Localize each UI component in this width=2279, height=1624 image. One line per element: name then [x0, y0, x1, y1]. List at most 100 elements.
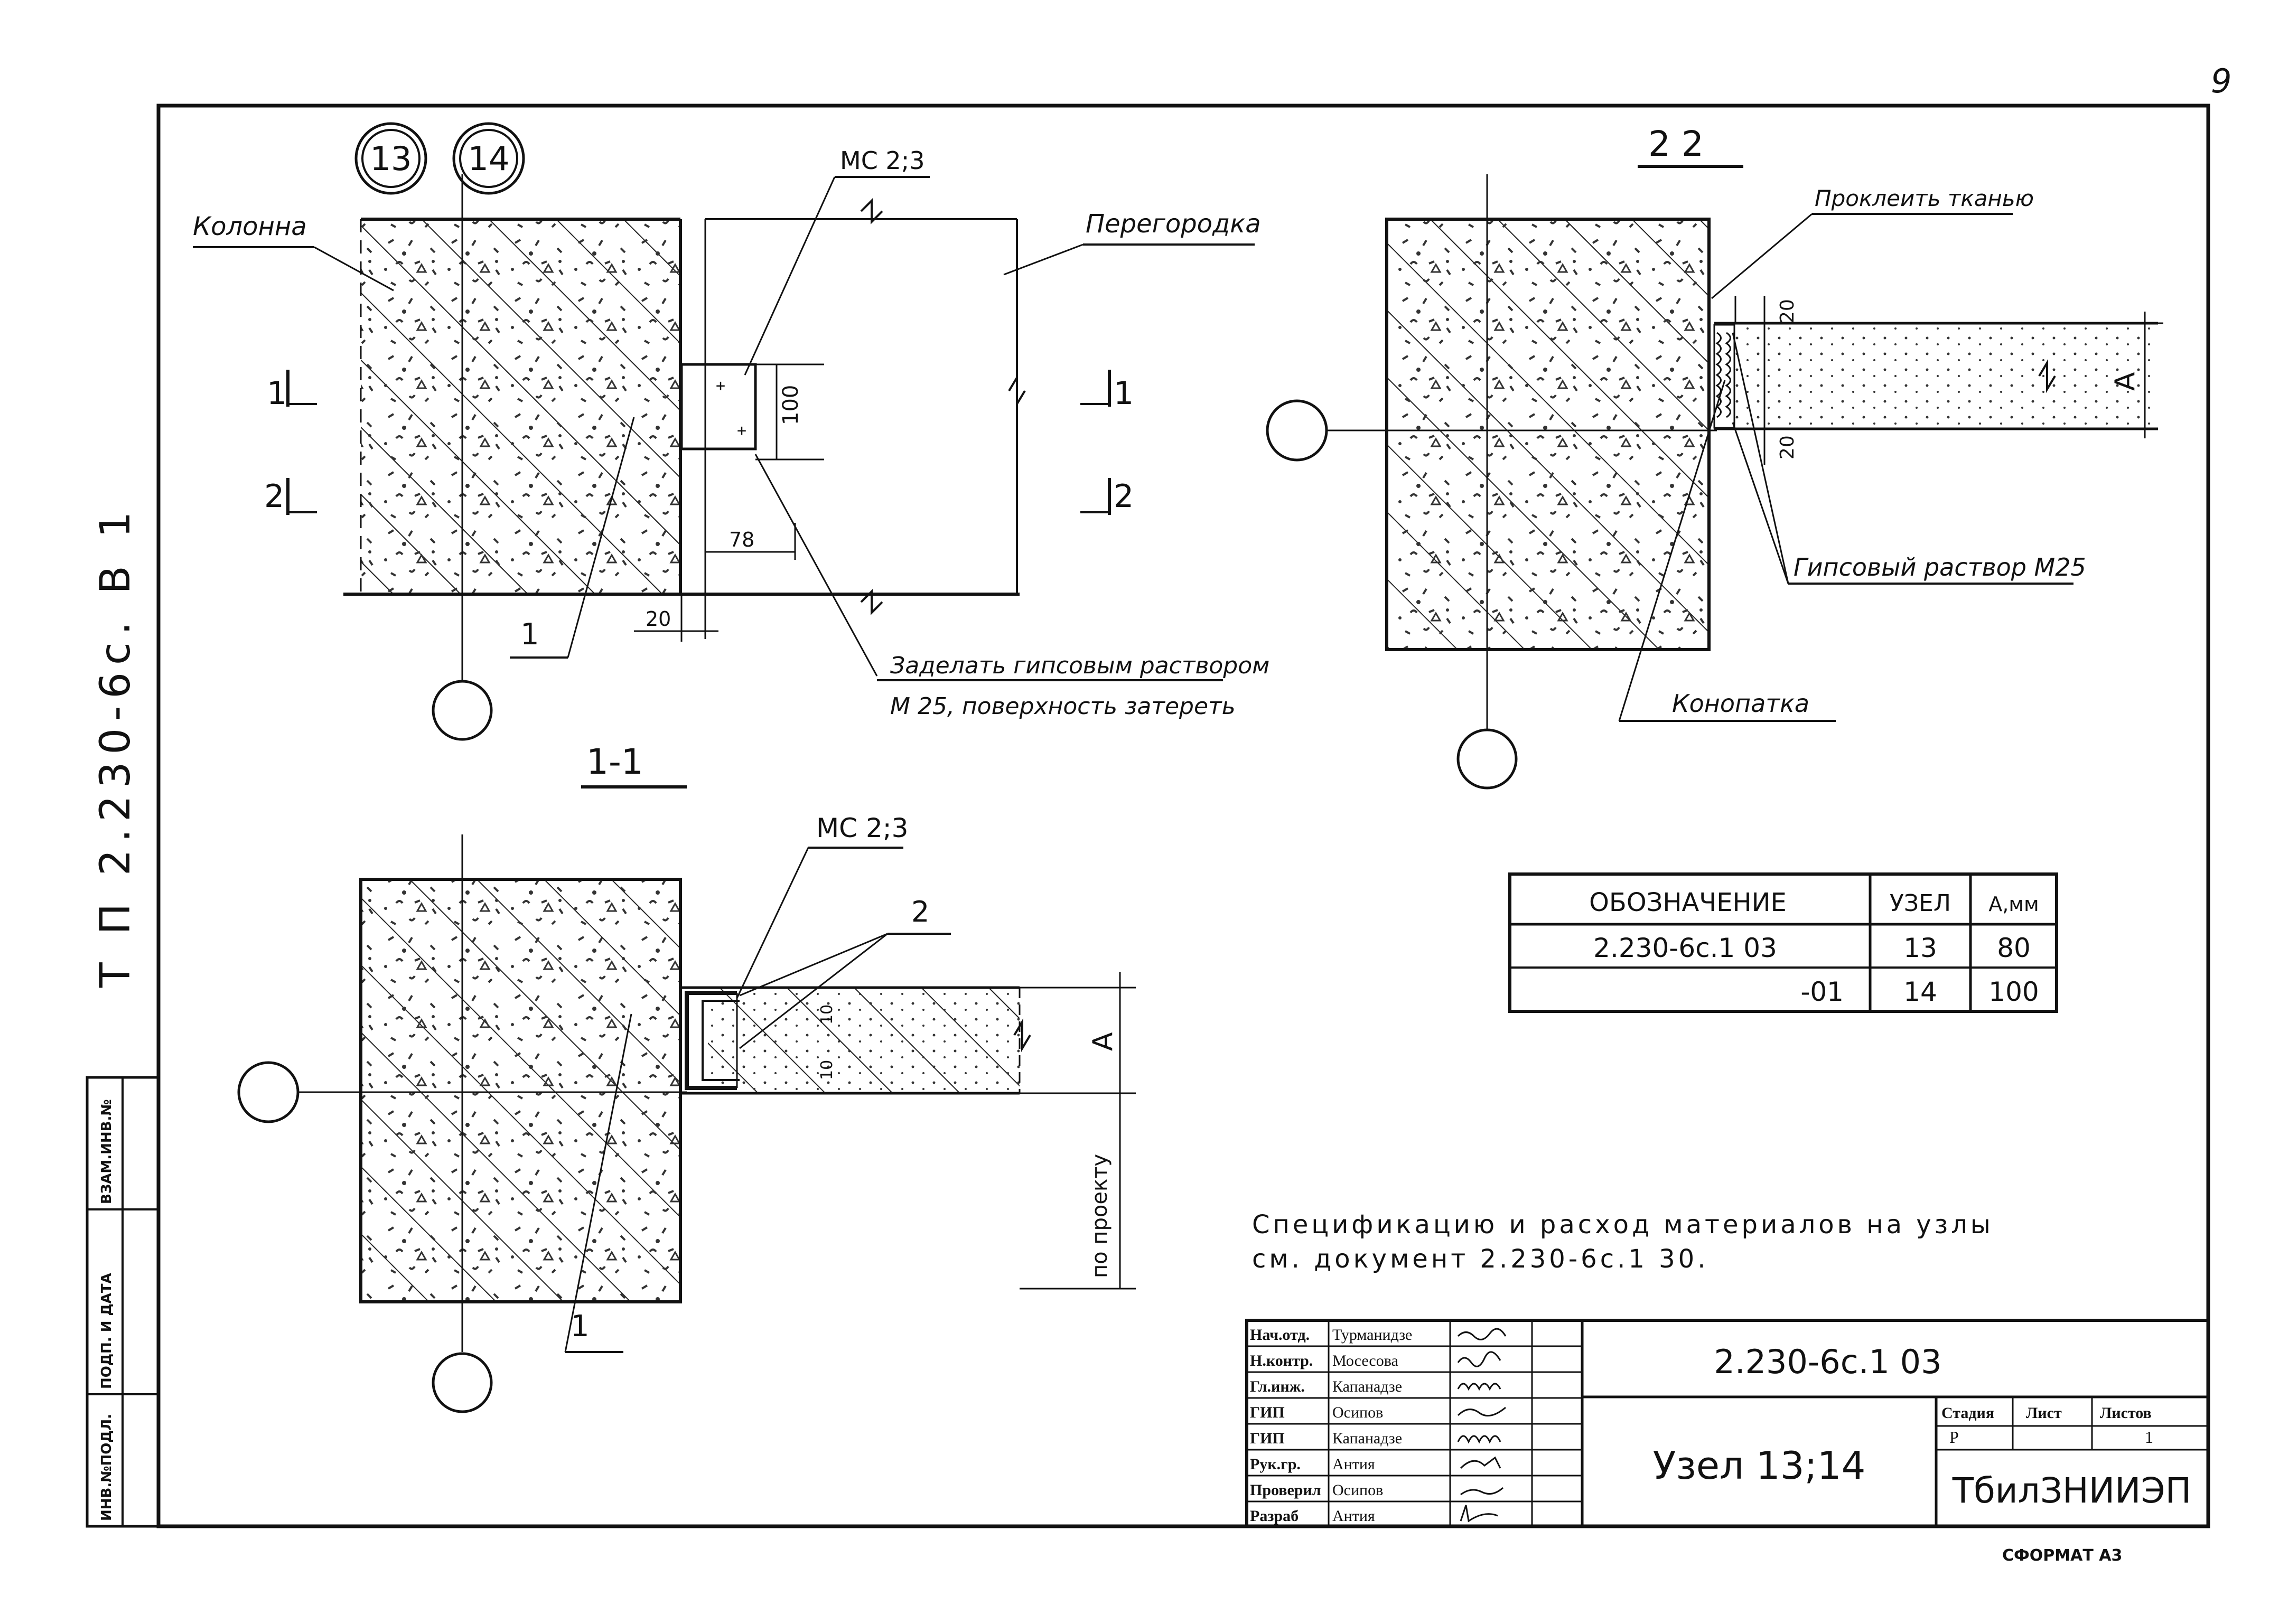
- section-1-1-title: 1-1: [581, 741, 687, 788]
- sheet-label: Лист: [2026, 1404, 2062, 1422]
- svg-text:+: +: [716, 377, 725, 395]
- name-label: Капанадзе: [1332, 1378, 1402, 1395]
- cut-mark-2-right: 2: [1080, 478, 1134, 515]
- note-zadelat: Заделать гипсовым раствором М 25, поверх…: [754, 454, 1269, 720]
- stamp-podp-data: ПОДП. И ДАТА: [99, 1273, 115, 1389]
- name-label: Антия: [1332, 1507, 1375, 1525]
- label-prokleit: Проклеить тканью: [1711, 185, 2034, 299]
- axis-bubble-1-1: [432, 1352, 493, 1413]
- format-label: СФОРМАТ А3: [2002, 1546, 2122, 1565]
- svg-text:А: А: [2109, 372, 2141, 391]
- svg-text:10: 10: [818, 1060, 836, 1080]
- svg-text:МС 2;3: МС 2;3: [840, 146, 924, 175]
- role-label: ГИП: [1250, 1430, 1285, 1447]
- table-header-uzel: УЗЕЛ: [1890, 890, 1951, 917]
- role-label: Разраб: [1250, 1507, 1299, 1525]
- spec-table: ОБОЗНАЧЕНИЕ УЗЕЛ А,мм 2.230-6с.1 03 13 8…: [1508, 872, 2058, 1013]
- section-1-1: 1-1 10 10: [237, 741, 1136, 1413]
- name-label: Мосесова: [1332, 1352, 1398, 1369]
- svg-text:2: 2: [264, 478, 284, 515]
- name-label: Антия: [1332, 1456, 1375, 1473]
- role-label: Рук.гр.: [1250, 1456, 1301, 1473]
- svg-text:1: 1: [1114, 375, 1134, 412]
- organization: ТбилЗНИИЭП: [1952, 1470, 2192, 1511]
- svg-text:20: 20: [1777, 299, 1798, 323]
- svg-text:2 2: 2 2: [1648, 124, 1704, 164]
- svg-text:1-1: 1-1: [586, 741, 643, 782]
- partition-outline: [704, 198, 1026, 639]
- node-mark-14-label: 14: [468, 139, 510, 178]
- spec-note: Спецификацию и расход материалов на узлы…: [1252, 1210, 1994, 1274]
- svg-text:Колонна: Колонна: [193, 212, 307, 241]
- dimension-100: 100: [777, 363, 824, 461]
- label-peregorodka: Перегородка: [1003, 209, 1261, 276]
- doc-code: 2.230-6с.1 03: [1714, 1343, 1941, 1381]
- svg-text:1: 1: [520, 617, 539, 652]
- section-2-2-title: 2 2: [1638, 124, 1743, 168]
- cut-mark-1-left: 1: [267, 370, 317, 412]
- svg-text:100: 100: [779, 385, 803, 425]
- svg-text:2: 2: [911, 895, 929, 928]
- label-kolonna: Колонна: [193, 212, 394, 292]
- svg-text:Перегородка: Перегородка: [1086, 209, 1261, 239]
- drawing-title: Узел 13;14: [1653, 1443, 1866, 1488]
- side-stamp: ИНВ.№ПОДЛ. ПОДП. И ДАТА ВЗАМ.ИНВ.№: [86, 1076, 160, 1528]
- table-cell: 80: [1997, 933, 2031, 963]
- signatures: [1457, 1328, 1507, 1523]
- cut-mark-2-left: 2: [264, 478, 317, 515]
- role-label: Проверил: [1250, 1481, 1321, 1499]
- node-mark-13: 13: [354, 122, 427, 195]
- callout-1-1-1: 1: [564, 1013, 632, 1353]
- ms-connector: + +: [680, 363, 778, 461]
- table-cell: 14: [1903, 977, 1937, 1007]
- axis-bubble-2-2-h: [1266, 399, 1328, 462]
- svg-text:М 25, поверхность затереть: М 25, поверхность затереть: [890, 693, 1236, 720]
- sheets-label: Листов: [2100, 1404, 2152, 1422]
- name-label: Капанадзе: [1332, 1430, 1402, 1447]
- main-view: 13 14: [193, 122, 1269, 741]
- stage-value: Р: [1949, 1428, 1959, 1447]
- svg-text:Конопатка: Конопатка: [1672, 689, 1809, 718]
- svg-text:20: 20: [1777, 435, 1798, 459]
- name-label: Турманидзе: [1332, 1326, 1412, 1344]
- dimension-A-1-1: А по проекту: [1020, 972, 1136, 1290]
- dimension-20: 20: [634, 594, 718, 642]
- partition-section-1-1: [681, 986, 1031, 1095]
- drawing-frame: [156, 104, 2210, 1528]
- stamp-vzam-inv: ВЗАМ.ИНВ.№: [99, 1099, 115, 1204]
- svg-text:Проклеить тканью: Проклеить тканью: [1815, 185, 2034, 211]
- node-mark-14: 14: [452, 122, 525, 195]
- cut-mark-1-right: 1: [1080, 370, 1134, 412]
- table-cell: 13: [1903, 933, 1937, 963]
- side-series-label: Т П 2.230-6с. В 1: [92, 504, 139, 988]
- callout-1-main: 1: [510, 417, 635, 659]
- label-gips: Гипсовый раствор М25: [1732, 332, 2086, 585]
- role-label: Нач.отд.: [1250, 1326, 1310, 1344]
- svg-text:Спецификацию и расход материал: Спецификацию и расход материалов на узлы: [1252, 1210, 1994, 1240]
- column-section-2-2: [1385, 218, 1711, 651]
- svg-text:А: А: [1087, 1032, 1119, 1051]
- table-cell: 2.230-6с.1 03: [1593, 933, 1777, 963]
- callout-2-1-1: 2: [739, 895, 951, 1049]
- section-2-2: 2 2 20 20 А: [1266, 124, 2163, 790]
- dimensions-2-2: 20 20 А: [1734, 296, 2163, 465]
- svg-text:20: 20: [646, 607, 671, 631]
- dimension-78: 78: [705, 523, 796, 560]
- svg-text:2: 2: [1114, 478, 1134, 515]
- label-konopatka: Конопатка: [1618, 380, 1836, 722]
- column-section-1-1: [359, 878, 682, 1303]
- svg-text:по проекту: по проекту: [1088, 1154, 1112, 1278]
- svg-text:см. документ 2.230-6с.1 30.: см. документ 2.230-6с.1 30.: [1252, 1244, 1708, 1274]
- table-header-oboznachenie: ОБОЗНАЧЕНИЕ: [1589, 888, 1787, 917]
- node-mark-13-label: 13: [370, 139, 412, 178]
- svg-text:МС 2;3: МС 2;3: [816, 813, 908, 843]
- svg-text:78: 78: [729, 528, 754, 551]
- axis-bubble-1-1-h: [237, 1061, 300, 1123]
- title-block: Нач.отд. Н.контр. Гл.инж. ГИП ГИП Рук.гр…: [1245, 1319, 2210, 1528]
- role-label: Н.контр.: [1250, 1352, 1313, 1369]
- sheets-value: 1: [2145, 1428, 2153, 1447]
- page-number: 9: [2211, 62, 2231, 100]
- stage-label: Стадия: [1941, 1404, 1994, 1422]
- svg-text:+: +: [737, 421, 746, 440]
